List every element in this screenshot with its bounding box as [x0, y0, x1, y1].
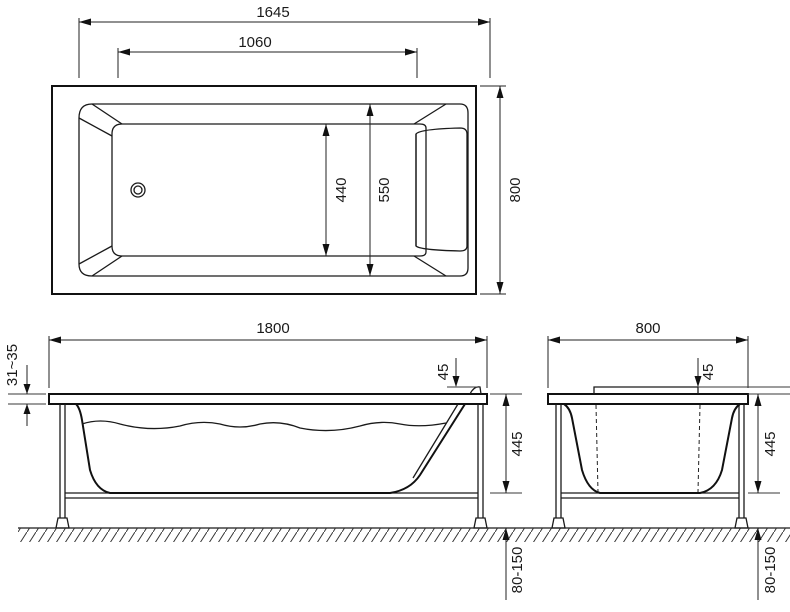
drain-icon: [130, 182, 146, 198]
label-1645: 1645: [256, 4, 289, 21]
floor-hatch: [18, 527, 790, 542]
end-bowl-profile: [563, 403, 741, 494]
tub-floor-outline: [111, 123, 427, 257]
dimension-550: 550: [366, 104, 393, 276]
dimension-440: 440: [322, 124, 350, 256]
dimension-45-end: 45: [694, 358, 717, 387]
tub-bowl-outline: [78, 103, 469, 277]
dimension-1645: 1645: [78, 4, 491, 78]
tub-outer-rim: [51, 85, 477, 295]
side-bowl-profile: [75, 403, 466, 494]
dimension-45-side: 45: [435, 358, 478, 388]
dimension-445-end: 445: [748, 394, 780, 494]
end-view: 800 45: [547, 320, 790, 600]
label-31-35: 31~35: [4, 344, 21, 386]
dimension-800-end: 800: [547, 320, 749, 388]
label-800-end: 800: [635, 320, 660, 337]
end-frame: [551, 404, 749, 529]
dimension-31-35: 31~35: [4, 344, 46, 426]
dimension-80-150-end: 80-150: [754, 528, 779, 600]
headrest: [415, 127, 468, 252]
dimension-1060: 1060: [117, 34, 418, 78]
side-view: 1800 31~35 45: [4, 320, 790, 600]
label-80-150-side: 80-150: [509, 547, 526, 594]
dimension-1800: 1800: [48, 320, 488, 388]
label-445-end: 445: [762, 431, 779, 456]
dimension-445-side: 445: [490, 393, 526, 494]
top-view: 1645 1060: [51, 4, 524, 295]
label-440: 440: [333, 177, 350, 202]
label-1060: 1060: [238, 34, 271, 51]
end-rim: [547, 393, 749, 405]
label-1800: 1800: [256, 320, 289, 337]
label-45-end: 45: [700, 364, 717, 381]
label-550: 550: [376, 177, 393, 202]
label-45-side: 45: [435, 364, 452, 381]
label-80-150-end: 80-150: [762, 547, 779, 594]
dimension-80-150-side: 80-150: [502, 528, 526, 600]
side-rim: [48, 393, 488, 405]
dimension-800-top: 800: [480, 85, 524, 295]
label-800-top: 800: [507, 177, 524, 202]
water-line: [81, 420, 447, 432]
label-445-side: 445: [509, 431, 526, 456]
